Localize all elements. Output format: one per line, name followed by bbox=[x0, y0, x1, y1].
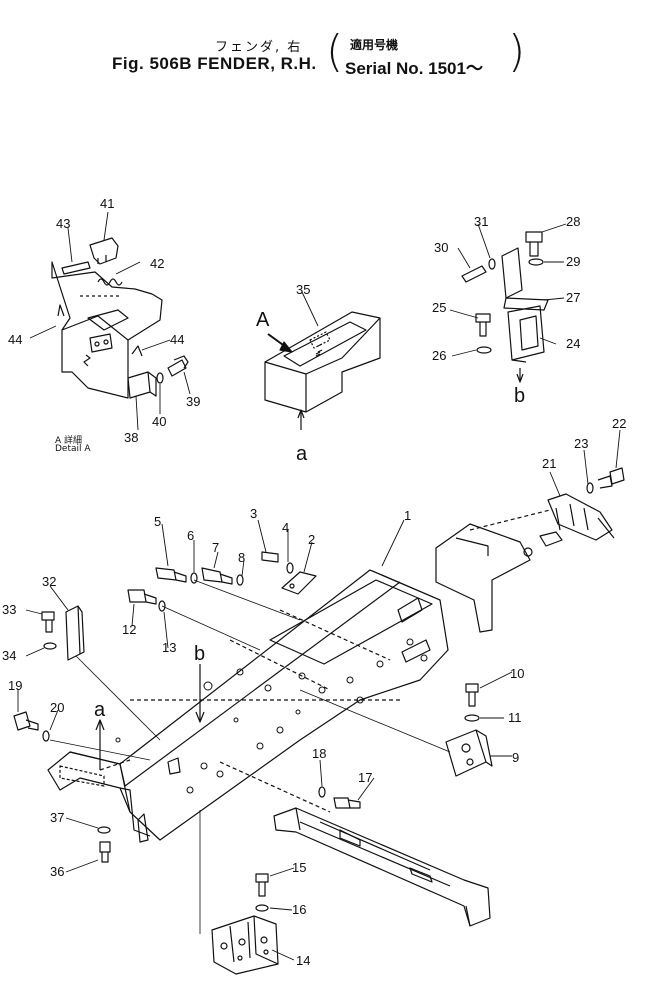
bolt-36 bbox=[97, 826, 111, 863]
callout-22: 22 bbox=[612, 416, 626, 431]
callout-23: 23 bbox=[574, 436, 588, 451]
callout-34: 34 bbox=[2, 648, 16, 663]
callout-43: 43 bbox=[56, 216, 70, 231]
callout-18: 18 bbox=[312, 746, 326, 761]
callout-31: 31 bbox=[474, 214, 488, 229]
callout-20: 20 bbox=[50, 700, 64, 715]
callout-30: 30 bbox=[434, 240, 448, 255]
callout-8: 8 bbox=[238, 550, 245, 565]
callout-35: 35 bbox=[296, 282, 310, 297]
callout-12: 12 bbox=[122, 622, 136, 637]
callout-40: 40 bbox=[152, 414, 166, 429]
detail-caption: Detail A bbox=[55, 444, 91, 454]
ref-b-label-frame: b bbox=[194, 643, 205, 665]
ref-a-label-frame: a bbox=[94, 699, 106, 721]
callout-labels: 1 2 3 4 5 6 7 8 9 10 11 12 13 14 15 16 1… bbox=[2, 196, 626, 968]
callout-37: 37 bbox=[50, 810, 64, 825]
callout-5: 5 bbox=[154, 514, 161, 529]
callout-6: 6 bbox=[187, 528, 194, 543]
main-frame-1 bbox=[47, 569, 449, 843]
callout-33: 33 bbox=[2, 602, 16, 617]
ref-b-label-top: b bbox=[514, 385, 525, 407]
callout-19: 19 bbox=[8, 678, 22, 693]
bracket-32 bbox=[41, 605, 161, 741]
bolt-19 bbox=[13, 711, 151, 761]
bracket-14 bbox=[199, 810, 279, 975]
callout-32: 32 bbox=[42, 574, 56, 589]
callout-10: 10 bbox=[510, 666, 524, 681]
serial-label-japanese: 適用号機 bbox=[350, 38, 399, 52]
callout-25: 25 bbox=[432, 300, 446, 315]
callout-41: 41 bbox=[100, 196, 114, 211]
view-a-label: A bbox=[256, 309, 270, 331]
callout-11: 11 bbox=[508, 710, 522, 725]
ref-a-label-top: a bbox=[296, 443, 308, 465]
callout-44-b: 44 bbox=[170, 332, 184, 347]
callout-14: 14 bbox=[296, 953, 310, 968]
reference-letters: A a b b a bbox=[94, 309, 525, 721]
callout-16: 16 bbox=[292, 902, 306, 917]
callout-29: 29 bbox=[566, 254, 580, 269]
callout-36: 36 bbox=[50, 864, 64, 879]
callout-21: 21 bbox=[542, 456, 556, 471]
callout-39: 39 bbox=[186, 394, 200, 409]
serial-number-range: Serial No. 1501～ bbox=[345, 59, 483, 78]
bracket-9 bbox=[299, 683, 493, 777]
bracket-24-27 bbox=[461, 231, 549, 383]
figure-title-japanese: フェンダ, 右 bbox=[215, 40, 303, 55]
bracket-21 bbox=[435, 467, 625, 633]
detail-a-assembly bbox=[51, 237, 189, 399]
callout-3: 3 bbox=[250, 506, 257, 521]
callout-28: 28 bbox=[566, 214, 580, 229]
figure-title: Fig. 506B FENDER, R.H. bbox=[112, 54, 317, 73]
callout-4: 4 bbox=[282, 520, 289, 535]
reference-arrows bbox=[95, 664, 205, 770]
callout-9: 9 bbox=[512, 750, 519, 765]
bracket-open: ( bbox=[326, 26, 344, 77]
callout-38: 38 bbox=[124, 430, 138, 445]
leader-lines bbox=[17, 211, 621, 961]
callout-27: 27 bbox=[566, 290, 580, 305]
callout-24: 24 bbox=[566, 336, 580, 351]
callout-15: 15 bbox=[292, 860, 306, 875]
callout-17: 17 bbox=[358, 770, 372, 785]
callout-7: 7 bbox=[212, 540, 219, 555]
callout-13: 13 bbox=[162, 640, 176, 655]
callout-42: 42 bbox=[150, 256, 164, 271]
callout-1: 1 bbox=[404, 508, 411, 523]
plate-2-fasteners bbox=[127, 551, 317, 651]
crossbar-17-18 bbox=[219, 761, 491, 927]
cover-35 bbox=[264, 311, 381, 430]
callout-2: 2 bbox=[308, 532, 315, 547]
detail-caption-japanese: A 詳細 bbox=[55, 436, 83, 446]
callout-44: 44 bbox=[8, 332, 22, 347]
callout-26: 26 bbox=[432, 348, 446, 363]
bracket-close: ) bbox=[508, 26, 526, 77]
